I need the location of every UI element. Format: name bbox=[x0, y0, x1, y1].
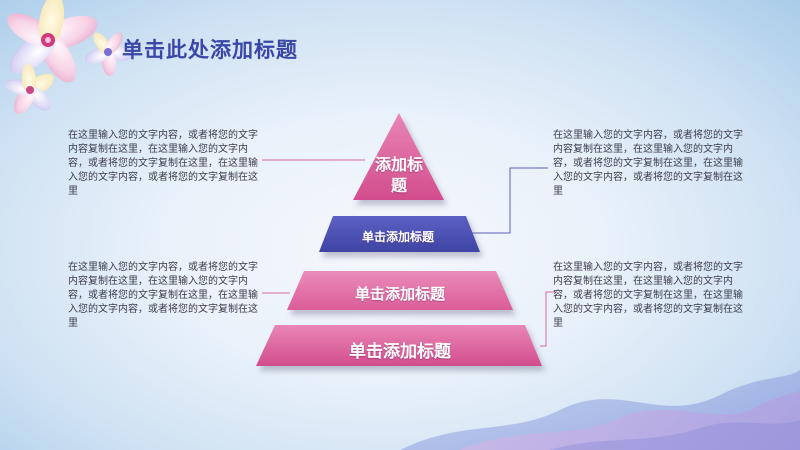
note-bottom-right[interactable]: 在这里输入您的文字内容，或者将您的文字内容复制在这里，在这里输入您的文字内容，或… bbox=[553, 262, 743, 329]
note-bottom-left[interactable]: 在这里输入您的文字内容，或者将您的文字内容复制在这里，在这里输入您的文字内容，或… bbox=[68, 262, 258, 329]
connector-bottom-right bbox=[540, 291, 556, 347]
pyramid-layer-3[interactable] bbox=[287, 271, 513, 310]
flower-decoration-icon bbox=[4, 0, 132, 114]
note-top-left[interactable]: 在这里输入您的文字内容，或者将您的文字内容复制在这里，在这里输入您的文字内容，或… bbox=[68, 130, 258, 197]
pyramid-layer-3-label[interactable]: 单击添加标题 bbox=[354, 285, 445, 303]
pyramid-layer-4-label[interactable]: 单击添加标题 bbox=[349, 342, 451, 362]
note-top-right[interactable]: 在这里输入您的文字内容，或者将您的文字内容复制在这里，在这里输入您的文字内容，或… bbox=[553, 130, 743, 197]
pyramid-layer-1-label[interactable]: 添加标题 bbox=[374, 155, 423, 195]
slide-title[interactable]: 单击此处添加标题 bbox=[122, 38, 298, 63]
pyramid-layer-1[interactable] bbox=[353, 113, 444, 200]
pyramid-layer-4[interactable] bbox=[256, 325, 542, 366]
connector-top-right bbox=[470, 167, 548, 234]
pyramid-layer-2-label[interactable]: 单击添加标题 bbox=[361, 230, 434, 244]
wave-decoration-icon bbox=[400, 370, 800, 450]
pyramid-layer-2[interactable] bbox=[319, 216, 480, 252]
